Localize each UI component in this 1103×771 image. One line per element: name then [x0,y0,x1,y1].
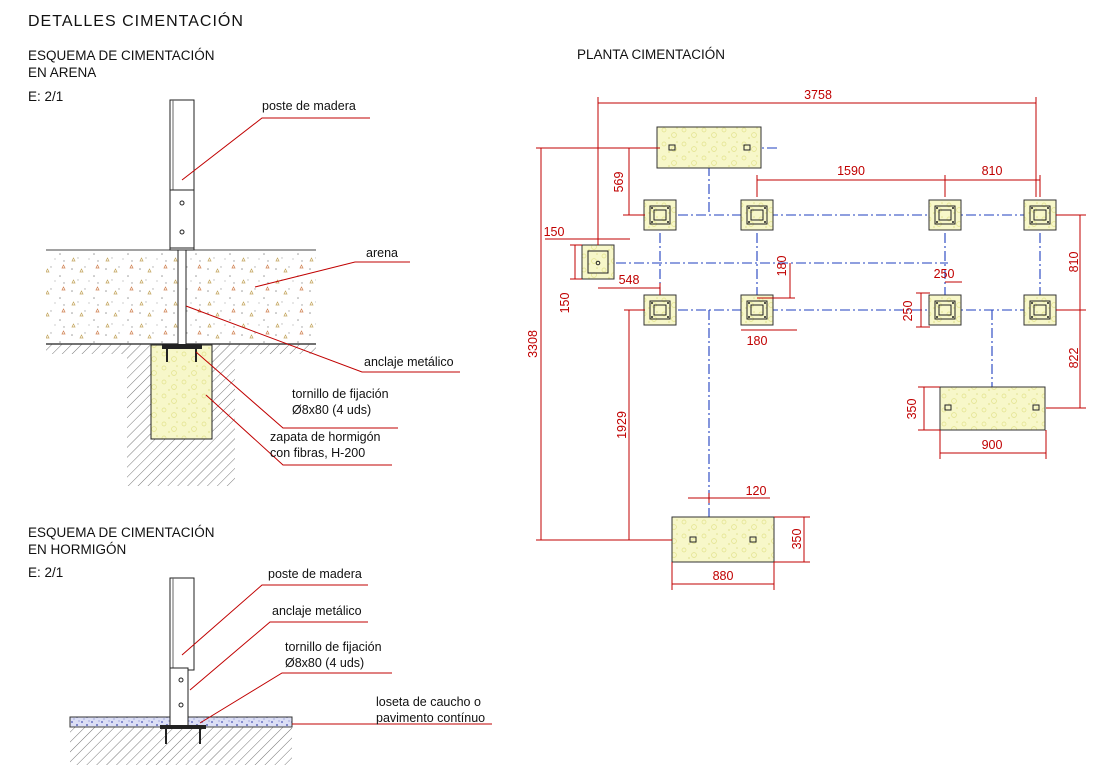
top-footing-block [656,126,762,169]
metal-anchor-plate [169,189,195,249]
concrete-section-subheading: EN HORMIGÓN [28,542,126,557]
dim-total-height: 3308 [526,330,540,358]
sand-section-heading: ESQUEMA DE CIMENTACIÓN [28,48,215,63]
dim-small-width: 150 [544,225,565,239]
sand-section-subheading: EN ARENA [28,65,96,80]
sheet-title: DETALLES CIMENTACIÓN [28,11,244,30]
label-post: poste de madera [262,99,356,113]
post-footing [643,199,677,231]
anchor-stem [177,249,187,346]
plan-title: PLANTA CIMENTACIÓN [577,47,725,62]
label-screw-size-2: Ø8x80 (4 uds) [285,656,364,670]
sand-section-drawing [46,99,460,486]
concrete-section-drawing [69,577,492,765]
dim-top-offset: 569 [612,172,626,193]
post-footing [740,199,774,231]
label-screw-2: tornillo de fijación [285,640,382,654]
concrete-section-scale: E: 2/1 [28,565,63,580]
concrete-section-heading: ESQUEMA DE CIMENTACIÓN [28,525,215,540]
post-footing [1023,199,1057,231]
concrete-footing [150,344,213,440]
dim-right-block-height: 350 [905,399,919,420]
label-footing-type: con fibras, H-200 [270,446,365,460]
dim-right-footing-height: 250 [901,301,915,322]
dim-bottom-block-height: 350 [790,529,804,550]
dim-mid-gap: 180 [775,256,789,277]
bottom-footing-block [671,516,775,563]
dim-right-span-vertical: 810 [1067,252,1081,273]
label-post-2: poste de madera [268,567,362,581]
dim-right-gap: 250 [934,267,955,281]
label-anchor-2: anclaje metálico [272,604,362,618]
label-anchor: anclaje metálico [364,355,454,369]
plan-dimensions [536,97,1086,590]
dim-right-block-width: 900 [982,438,1003,452]
anchor-base-plate [162,344,202,349]
dim-bottom-axis-gap: 120 [746,484,767,498]
post-footing [1023,294,1057,326]
sand-section-scale: E: 2/1 [28,89,63,104]
dim-mid-gap-horizontal: 180 [747,334,768,348]
dim-total-width: 3758 [804,88,832,102]
label-tile-2: pavimento contínuo [376,711,485,725]
label-screw-size: Ø8x80 (4 uds) [292,403,371,417]
right-footing-block [939,386,1046,431]
dim-bottom-block-width: 880 [713,569,734,583]
label-footing: zapata de hormigón [270,430,381,444]
metal-anchor-2 [169,667,189,727]
dim-span-middle: 1590 [837,164,865,178]
post-footing [928,199,962,231]
dim-span-right: 810 [982,164,1003,178]
label-tile: loseta de caucho o [376,695,481,709]
dim-small-offset: 548 [619,273,640,287]
post-footing [643,294,677,326]
dim-right-lower-span: 822 [1067,348,1081,369]
dim-small-height: 150 [558,293,572,314]
concrete-slab-hatch [70,727,292,765]
small-post-footing [581,244,615,280]
post-footing [740,294,774,326]
label-sand: arena [366,246,398,260]
post-footing [928,294,962,326]
label-screw: tornillo de fijación [292,387,389,401]
wooden-post-2 [169,577,195,671]
dim-bottom-offset: 1929 [615,411,629,439]
